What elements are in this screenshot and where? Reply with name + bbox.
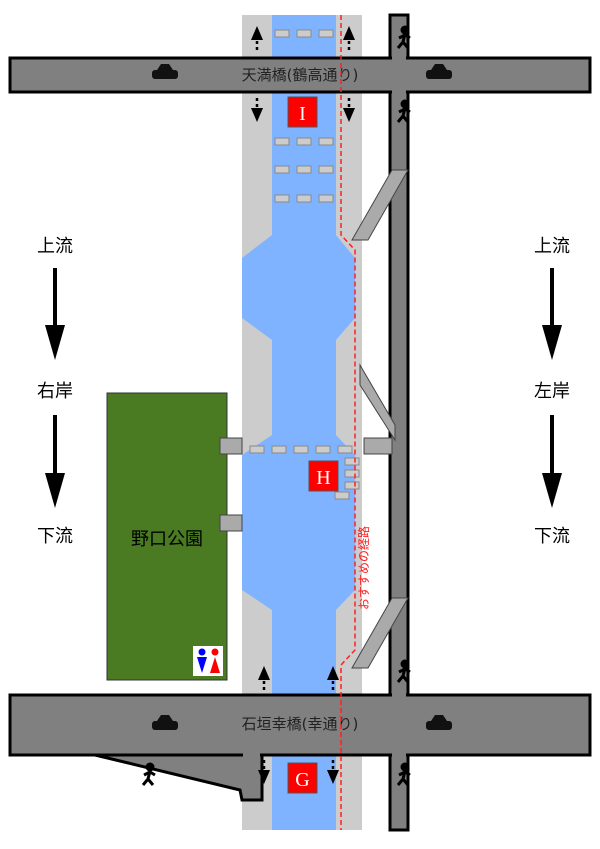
top-road-name: 天満橋(鶴高通り) bbox=[242, 66, 359, 84]
park-name: 野口公園 bbox=[131, 529, 203, 550]
stepping-stones bbox=[249, 29, 360, 500]
svg-text:下流: 下流 bbox=[37, 526, 73, 547]
svg-text:右岸: 右岸 bbox=[37, 381, 73, 402]
left-flow-legend: 上流 右岸 下流 bbox=[37, 236, 73, 547]
marker-i[interactable]: I bbox=[287, 96, 318, 128]
top-road: 天満橋(鶴高通り) bbox=[8, 56, 592, 94]
pedestrian-icon bbox=[141, 25, 411, 786]
right-flow-legend: 上流 左岸 下流 bbox=[534, 236, 570, 547]
stairs bbox=[219, 169, 409, 669]
svg-text:I: I bbox=[299, 103, 306, 125]
marker-g[interactable]: G bbox=[287, 762, 318, 794]
river-water bbox=[242, 15, 355, 830]
route-label: おすすめの経路 bbox=[356, 526, 371, 610]
svg-text:H: H bbox=[316, 467, 330, 489]
svg-text:下流: 下流 bbox=[534, 526, 570, 547]
bottom-road: 石垣幸橋(幸通り) bbox=[8, 693, 592, 802]
direction-arrows bbox=[251, 26, 355, 784]
svg-text:左岸: 左岸 bbox=[534, 381, 570, 402]
recommended-route bbox=[340, 15, 356, 830]
svg-text:G: G bbox=[295, 769, 309, 791]
svg-text:上流: 上流 bbox=[37, 236, 73, 257]
toilet-icon bbox=[193, 646, 223, 676]
park bbox=[106, 392, 228, 681]
marker-h[interactable]: H bbox=[308, 460, 339, 492]
car-icon bbox=[152, 64, 452, 730]
bottom-road-name: 石垣幸橋(幸通り) bbox=[242, 715, 359, 733]
svg-text:上流: 上流 bbox=[534, 236, 570, 257]
